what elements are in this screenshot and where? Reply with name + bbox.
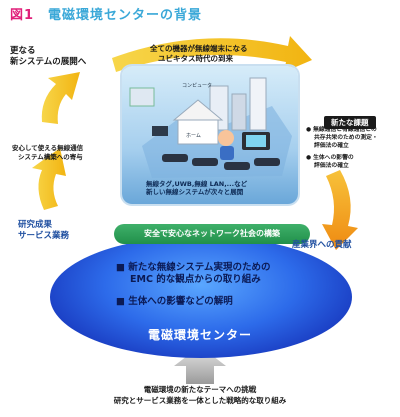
safe-network-pill: 安全で安心なネットワーク社会の構築 bbox=[114, 224, 310, 244]
scene-illustration bbox=[129, 77, 292, 178]
center-ellipse bbox=[50, 236, 352, 358]
emc-center-title: 電磁環境センター bbox=[147, 328, 252, 342]
scene-caption: 無線タグ,UWB,無線 LAN,...など 新しい無線システムが次々と展開 bbox=[146, 180, 248, 197]
figure-title-text: 電磁環境センターの背景 bbox=[48, 8, 203, 23]
ubiquitous-scene: コンピュータ ホーム 無線タグ,UWB,無線 LAN,...など 新しい無線シス… bbox=[122, 66, 298, 204]
new-issues-list: ● 無線通信と有線通信との 共存共栄のための測定・ 評価法の確立 ● 生体への影… bbox=[306, 126, 378, 171]
bottom-text: 電磁環境の新たなテーマへの挑戦 研究とサービス業務を一体とした戦略的な取り組み bbox=[113, 385, 287, 405]
next-system-label: 更なる 新システムの展開へ bbox=[10, 46, 87, 68]
arrow-bottom bbox=[174, 346, 226, 384]
arrow-right bbox=[322, 170, 358, 250]
issue-item-2: ● 生体への影響の 評価法の確立 bbox=[306, 155, 354, 170]
arrow-left-upper bbox=[41, 72, 80, 124]
figure-title: 図1 電磁環境センターの背景 bbox=[10, 4, 202, 23]
new-issues-tag: 新たな課題 bbox=[324, 110, 376, 129]
issue-item-1: ● 無線通信と有線通信との 共存共栄のための測定・ 評価法の確立 bbox=[306, 127, 378, 150]
industry-contribution-label: 産業界への貢献 bbox=[292, 240, 352, 250]
ellipse-item-1: ■ 新たな無線システム実現のための EMC 的な観点からの取り組み bbox=[116, 262, 271, 285]
home-label: ホーム bbox=[186, 133, 201, 139]
arrow-left-lower bbox=[32, 148, 66, 210]
figure-number: 図1 bbox=[10, 8, 35, 23]
research-results-label: 研究成果 サービス業務 bbox=[18, 220, 70, 242]
computer-label: コンピュータ bbox=[182, 83, 213, 89]
safe-system-label: 安心して使える無線通信 システム構築への寄与 bbox=[12, 144, 84, 161]
arrow-top bbox=[112, 36, 312, 72]
ellipse-item-2: ■ 生体への影響などの解明 bbox=[116, 296, 233, 307]
ubiquitous-label: 全ての機器が無線端末になる ユビキタス時代の到来 bbox=[150, 44, 248, 64]
